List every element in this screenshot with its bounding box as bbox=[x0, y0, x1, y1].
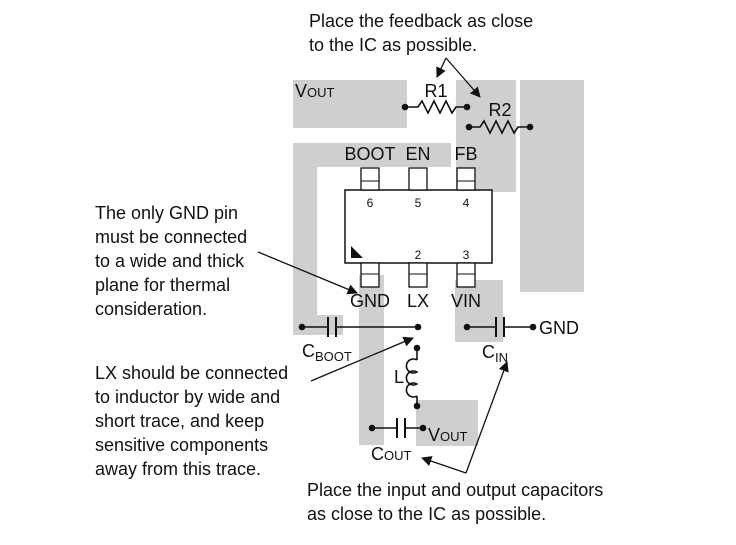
copper-planes bbox=[293, 80, 584, 446]
gnd-plane-left bbox=[293, 143, 317, 335]
feedback-note-line-2: to the IC as possible. bbox=[309, 35, 477, 55]
vout-top-sub: OUT bbox=[307, 85, 335, 100]
cap-note-arrow-cin bbox=[465, 361, 509, 474]
gnd-plane-top bbox=[293, 143, 451, 167]
lx-note-arrow bbox=[310, 336, 414, 382]
feedback-network bbox=[401, 99, 534, 135]
pin-vin-pad bbox=[456, 262, 476, 288]
cin-main: C bbox=[482, 342, 495, 362]
pin-label-boot: BOOT bbox=[344, 144, 395, 164]
vout-top-label: VOUT bbox=[295, 81, 335, 101]
gnd-note-line-4: plane for thermal bbox=[95, 275, 230, 295]
gnd-note-arrow bbox=[257, 251, 358, 295]
lx-note-line-5: away from this trace. bbox=[95, 459, 261, 479]
lx-note-line-2: to inductor by wide and bbox=[95, 387, 280, 407]
vout-plane-bottom bbox=[416, 400, 478, 446]
pin-number-en: 5 bbox=[415, 196, 422, 210]
r2-resistor bbox=[469, 119, 530, 135]
gnd-note-line-1: The only GND pin bbox=[95, 203, 238, 223]
cout-main: C bbox=[371, 444, 384, 464]
cap-note-arrow-cout bbox=[421, 456, 467, 474]
pin-gnd-pad bbox=[360, 262, 380, 288]
cboot-main: C bbox=[302, 341, 315, 361]
cap-note-line-2: as close to the IC as possible. bbox=[307, 504, 546, 524]
cboot-sub: BOOT bbox=[315, 349, 352, 364]
vout-bottom-main: V bbox=[428, 425, 440, 445]
pin-en-pad bbox=[408, 167, 428, 191]
r2-label: R2 bbox=[488, 100, 511, 120]
cout-sub: OUT bbox=[384, 448, 412, 463]
vout-plane-top bbox=[293, 80, 407, 128]
capacitor-note: Place the input and output capacitors as… bbox=[307, 480, 603, 524]
ic-body bbox=[344, 189, 493, 264]
vout-bottom-sub: OUT bbox=[440, 429, 468, 444]
pin-label-fb: FB bbox=[454, 144, 477, 164]
lx-note-line-4: sensitive components bbox=[95, 435, 268, 455]
vin-plane bbox=[520, 80, 584, 292]
cout-label: COUT bbox=[371, 444, 412, 464]
cap-note-line-1: Place the input and output capacitors bbox=[307, 480, 603, 500]
vout-bottom-label: VOUT bbox=[428, 425, 468, 445]
pin-label-lx: LX bbox=[407, 291, 429, 311]
pin-label-vin: VIN bbox=[451, 291, 481, 311]
gnd-plane-bottom bbox=[293, 315, 343, 335]
pin-number-boot: 6 bbox=[367, 196, 374, 210]
pin-number-vin: 3 bbox=[463, 248, 470, 262]
power-stage bbox=[298, 317, 537, 438]
pin-number-lx: 2 bbox=[415, 248, 422, 262]
pin-fb-pad bbox=[456, 167, 476, 191]
feedback-note-line-1: Place the feedback as close bbox=[309, 11, 533, 31]
pin1-marker bbox=[351, 246, 363, 258]
pin-boot-pad bbox=[360, 167, 380, 191]
inductor-label: L bbox=[394, 367, 404, 387]
vout-top-main: V bbox=[295, 81, 307, 101]
pin-lx-pad bbox=[408, 262, 428, 288]
pin-label-gnd: GND bbox=[350, 291, 390, 311]
pin-number-fb: 4 bbox=[463, 196, 470, 210]
feedback-arrow-r2 bbox=[445, 57, 481, 98]
lx-note-line-1: LX should be connected bbox=[95, 363, 288, 383]
cboot-label: CBOOT bbox=[302, 341, 352, 364]
ic-package: 6 5 4 2 3 BOOT EN FB GND LX VIN bbox=[344, 144, 493, 311]
pin-label-en: EN bbox=[405, 144, 430, 164]
feedback-arrow-r1 bbox=[436, 57, 447, 78]
lx-note-line-3: short trace, and keep bbox=[95, 411, 264, 431]
gnd-note-line-5: consideration. bbox=[95, 299, 207, 319]
lx-plane bbox=[359, 275, 384, 445]
r1-resistor bbox=[405, 99, 467, 115]
gnd-pin-note: The only GND pin must be connected to a … bbox=[95, 203, 247, 319]
cin-label: CIN bbox=[482, 342, 508, 365]
gnd-note-line-2: must be connected bbox=[95, 227, 247, 247]
lx-trace-note: LX should be connected to inductor by wi… bbox=[95, 363, 288, 479]
inductor-coil bbox=[405, 358, 419, 398]
gnd-note-line-3: to a wide and thick bbox=[95, 251, 245, 271]
feedback-note: Place the feedback as close to the IC as… bbox=[309, 11, 533, 55]
gnd-net-label: GND bbox=[539, 318, 579, 338]
r1-label: R1 bbox=[424, 81, 447, 101]
